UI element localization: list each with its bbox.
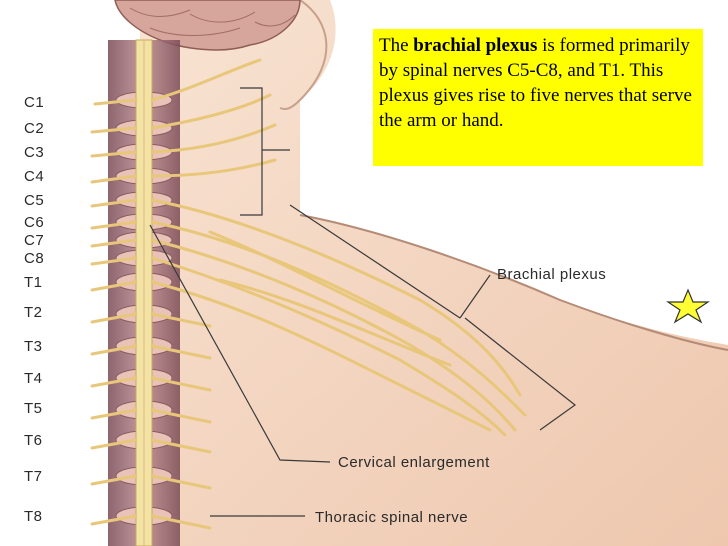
level-label-c1: C1 [24,94,45,111]
level-label-c8: C8 [24,250,45,267]
text-box-term: brachial plexus [413,35,538,56]
level-label-t3: T3 [24,338,43,355]
neck-bracket [240,87,263,216]
text-box-lead: The [379,35,414,56]
level-label-t5: T5 [24,400,43,417]
vertebrae [115,91,173,526]
cervical-enlargement-pointer [149,224,331,463]
level-label-t1: T1 [24,274,43,291]
level-label-c3: C3 [24,144,45,161]
cervical-enlargement-label: Cervical enlargement [338,454,490,471]
star-icon[interactable] [665,288,711,324]
text-box-rest: is formed primarily by spinal nerves C5-… [379,35,692,131]
brachial-plexus-nerves [150,198,527,437]
thoracic-spinal-nerve-label: Thoracic spinal nerve [315,509,469,526]
level-label-t4: T4 [24,370,43,387]
brachial-plexus-text-box: The brachial plexus is formed primarily … [373,29,703,166]
head-outline [279,0,328,110]
spinal-nerves-left [90,98,138,526]
level-label-t7: T7 [24,468,43,485]
body-silhouette [140,0,728,546]
level-label-c4: C4 [24,168,45,185]
level-label-c2: C2 [24,120,45,137]
level-label-t6: T6 [24,432,43,449]
brachial-plexus-bracket [289,204,491,319]
level-label-c7: C7 [24,232,45,249]
level-label-t2: T2 [24,304,43,321]
spinal-nerves-right [150,312,212,530]
level-label-c6: C6 [24,214,45,231]
pointer-lines [149,87,576,517]
brachial-plexus-label: Brachial plexus [497,266,607,283]
shoulder-outline [299,214,728,351]
level-label-t8: T8 [24,508,43,525]
level-label-c5: C5 [24,192,45,209]
cervical-plexus [150,58,277,178]
